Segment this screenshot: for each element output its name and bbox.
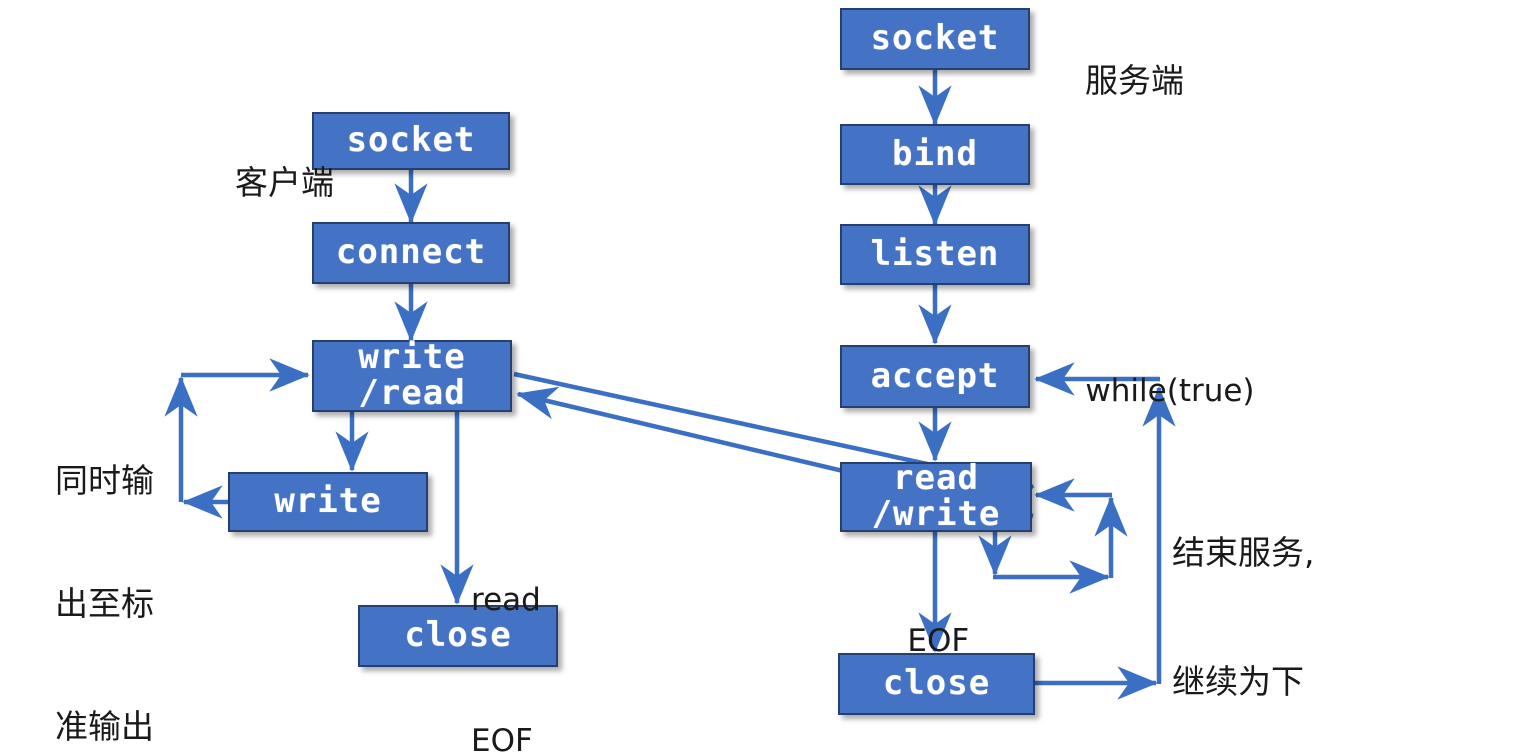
annotation-server-while-true: while(true) <box>1046 328 1255 454</box>
node-label: close <box>882 663 991 704</box>
node-label-line-1: write <box>358 337 466 378</box>
node-server-read-write[interactable]: read /write <box>840 458 1032 534</box>
annotation-line-1: 同时输 <box>55 461 154 500</box>
node-client-socket[interactable]: socket <box>312 112 510 170</box>
annotation-server-eof: EOF <box>868 578 969 704</box>
annotation-line-2: 出至标 <box>55 584 154 623</box>
node-label: socket <box>346 120 476 161</box>
node-label: bind <box>892 133 978 174</box>
node-label-line-2: /write <box>871 494 1001 534</box>
node-server-socket[interactable]: socket <box>840 8 1030 70</box>
node-label: close <box>404 615 512 656</box>
node-server-listen[interactable]: listen <box>840 224 1030 285</box>
annotation-line-3: 准输出 <box>55 707 154 746</box>
node-label: socket <box>870 18 1000 59</box>
node-server-close[interactable]: close <box>838 653 1035 715</box>
annotation-server-end-service: 结束服务, 继续为下 个客户端 服务 <box>1172 445 1315 755</box>
annotation-line-1: read <box>471 582 541 618</box>
node-server-accept[interactable]: accept <box>840 345 1030 408</box>
node-label: listen <box>870 233 1000 274</box>
annotation-line-2: 继续为下 <box>1172 662 1304 701</box>
annotation-client-stdout: 同时输 出至标 准输出 <box>55 378 154 755</box>
annotation-client-read-eof: read EOF <box>471 483 541 755</box>
annotation-line-2: EOF <box>471 723 533 755</box>
node-label: write <box>274 481 382 522</box>
annotation-line-1: while(true) <box>1085 373 1255 409</box>
label-text: 客户端 <box>234 163 334 202</box>
label-text: 服务端 <box>1084 61 1184 100</box>
label-server-side: 服务端 <box>1043 18 1184 144</box>
node-client-connect[interactable]: connect <box>312 222 510 284</box>
node-label-line-2: /read <box>358 373 466 413</box>
label-client-side: 客户端 <box>193 120 334 246</box>
node-client-write[interactable]: write <box>228 472 428 532</box>
annotation-line-1: 结束服务, <box>1172 533 1315 572</box>
node-server-bind[interactable]: bind <box>840 124 1030 185</box>
node-label-line-1: read <box>893 458 979 499</box>
node-label: connect <box>335 232 487 273</box>
node-label: accept <box>870 355 1000 396</box>
annotation-line-1: EOF <box>907 623 970 659</box>
node-client-close[interactable]: close <box>358 605 558 667</box>
node-client-write-read[interactable]: write /read <box>312 340 512 412</box>
